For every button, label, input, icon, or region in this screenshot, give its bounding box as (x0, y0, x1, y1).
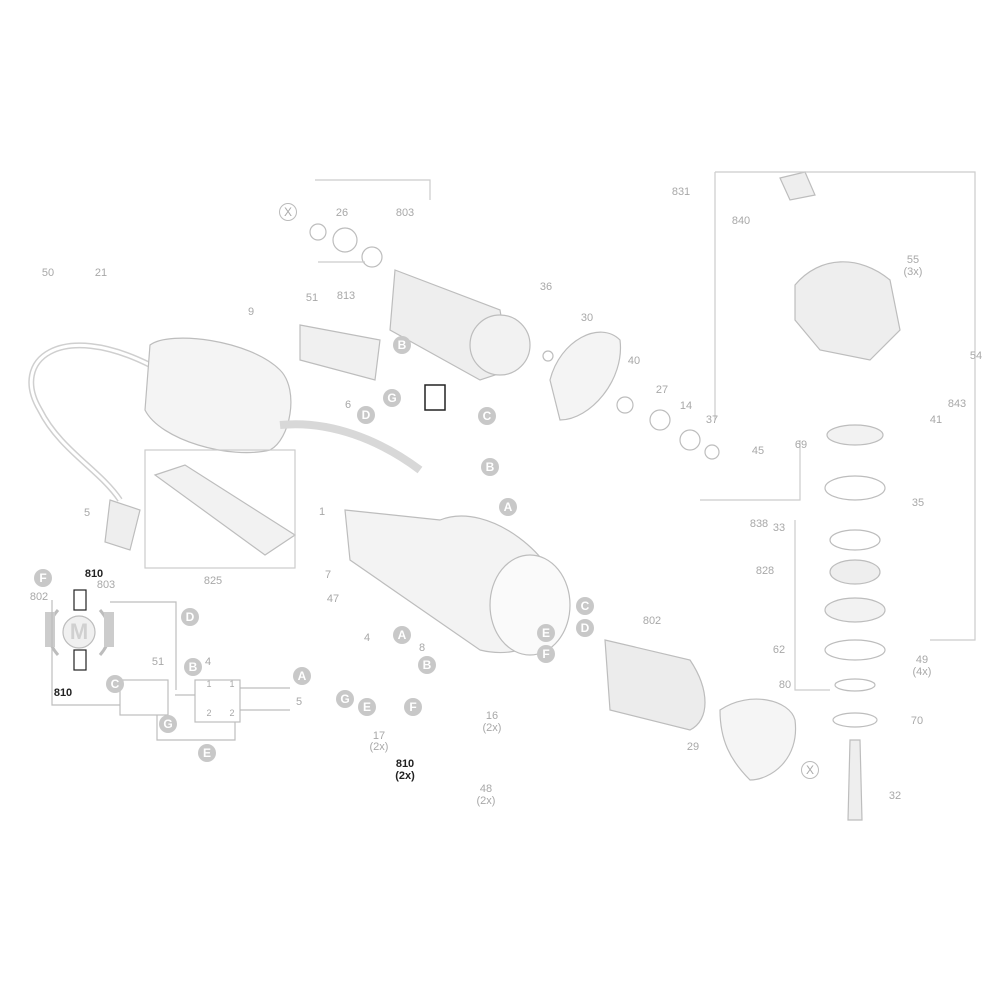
part-label-810: 810 (395, 758, 415, 770)
schematic-label-51: 51 (151, 656, 165, 668)
part-qty-55: (3x) (903, 266, 923, 278)
marker-g: G (336, 690, 354, 708)
part-label-47: 47 (326, 593, 340, 605)
schematic-marker-g: G (159, 715, 177, 733)
switch-pin-1b: 1 (229, 679, 235, 689)
schematic-label-5: 5 (295, 696, 303, 708)
part-label-41: 41 (929, 414, 943, 426)
part-label-49: 49 (915, 654, 929, 666)
schematic-label-802: 802 (29, 591, 49, 603)
part-label-840: 840 (731, 215, 751, 227)
marker-e: E (358, 698, 376, 716)
marker-d: D (576, 619, 594, 637)
schematic-marker-c: C (106, 675, 124, 693)
marker-g: G (383, 389, 401, 407)
part-label-802: 802 (642, 615, 662, 627)
part-label-828: 828 (755, 565, 775, 577)
part-label-45: 45 (751, 445, 765, 457)
schematic-marker-d: D (181, 608, 199, 626)
marker-c: C (478, 407, 496, 425)
part-qty-49: (4x) (912, 666, 932, 678)
part-label-6: 6 (344, 399, 352, 411)
part-label-5: 5 (83, 507, 91, 519)
marker-d: D (357, 406, 375, 424)
schematic-marker-e: E (198, 744, 216, 762)
part-qty-17: (2x) (369, 741, 389, 753)
part-label-35: 35 (911, 497, 925, 509)
wiring-schematic (45, 589, 290, 741)
part-label-33: 33 (772, 522, 786, 534)
part-label-37: 37 (705, 414, 719, 426)
part-label-803: 803 (395, 207, 415, 219)
part-label-831: 831 (671, 186, 691, 198)
marker-c: C (576, 597, 594, 615)
part-label-69: 69 (794, 439, 808, 451)
switch-pin-2b: 2 (229, 708, 235, 718)
part-qty-810: (2x) (395, 770, 415, 782)
part-label-14: 14 (679, 400, 693, 412)
marker-f: F (404, 698, 422, 716)
schematic-marker-f: F (34, 569, 52, 587)
part-label-1: 1 (318, 506, 326, 518)
marker-x: X (279, 203, 297, 221)
stator (604, 639, 706, 731)
rear-housing (144, 337, 292, 454)
part-label-51: 51 (305, 292, 319, 304)
cover-plate (153, 464, 297, 556)
gear-head (794, 261, 901, 361)
fan (549, 331, 622, 421)
plug (104, 499, 141, 551)
schematic-label-803: 803 (96, 579, 116, 591)
part-label-21: 21 (94, 267, 108, 279)
part-label-32: 32 (888, 790, 902, 802)
part-label-843: 843 (947, 398, 967, 410)
part-label-55: 55 (906, 254, 920, 266)
part-label-40: 40 (627, 355, 641, 367)
schematic-label-810-bottom: 810 (53, 687, 73, 699)
part-label-29: 29 (686, 741, 700, 753)
switch-pin-2a: 2 (206, 708, 212, 718)
part-label-838: 838 (749, 518, 769, 530)
schematic-marker-a: A (293, 667, 311, 685)
part-label-17: 17 (372, 730, 386, 742)
part-label-48: 48 (479, 783, 493, 795)
part-qty-16: (2x) (482, 722, 502, 734)
part-label-80: 80 (778, 679, 792, 691)
part-label-54: 54 (969, 350, 983, 362)
part-label-50: 50 (41, 267, 55, 279)
switch-pin-1a: 1 (206, 679, 212, 689)
motor-symbol: M (69, 619, 89, 644)
part-label-7: 7 (324, 569, 332, 581)
schematic-label-4: 4 (204, 656, 212, 668)
switch-module (299, 324, 381, 381)
part-label-70: 70 (910, 715, 924, 727)
schematic-marker-b: B (184, 658, 202, 676)
part-label-8: 8 (418, 642, 426, 654)
part-label-825: 825 (203, 575, 223, 587)
part-label-16: 16 (485, 710, 499, 722)
part-label-4: 4 (363, 632, 371, 644)
part-label-27: 27 (655, 384, 669, 396)
marker-b: B (418, 656, 436, 674)
part-label-30: 30 (580, 312, 594, 324)
part-label-26: 26 (335, 207, 349, 219)
part-qty-48: (2x) (476, 795, 496, 807)
part-label-36: 36 (539, 281, 553, 293)
marker-e: E (537, 624, 555, 642)
spindle (847, 739, 863, 821)
marker-b: B (393, 336, 411, 354)
marker-a: A (393, 626, 411, 644)
marker-x: X (801, 761, 819, 779)
part-label-813: 813 (336, 290, 356, 302)
marker-a: A (499, 498, 517, 516)
part-label-62: 62 (772, 644, 786, 656)
part-label-9: 9 (247, 306, 255, 318)
guard (719, 698, 797, 781)
marker-f: F (537, 645, 555, 663)
marker-b: B (481, 458, 499, 476)
schematic-label-810-top: 810 (84, 568, 104, 580)
